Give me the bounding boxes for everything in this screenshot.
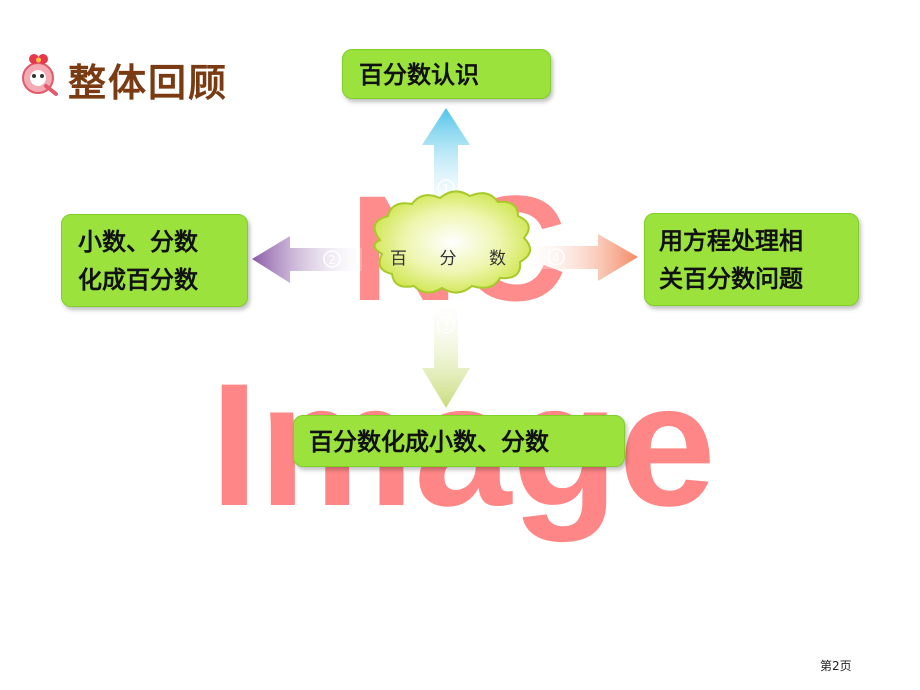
topic-box-label-line1: 小数、分数 [78, 228, 198, 256]
topic-box-equation-percent-problems: 用方程处理相 关百分数问题 [644, 213, 859, 306]
page-title: 整体回顾 [68, 61, 229, 105]
topic-box-label-line1: 用方程处理相 [659, 227, 803, 255]
topic-box-label: 百分数化成小数、分数 [309, 428, 549, 456]
arrow-right-icon [528, 234, 638, 281]
topic-box-label: 百分数认识 [359, 61, 479, 89]
arrow-number-3: 3 [442, 319, 450, 333]
arrow-number-2: 2 [328, 253, 336, 267]
center-cloud-shape [373, 190, 531, 294]
topic-box-label-line2: 化成百分数 [78, 266, 198, 294]
arrow-number-3-badge [437, 316, 455, 334]
center-topic-label: 百 分 数 [378, 244, 518, 272]
topic-box-percent-to-decimal-fraction: 百分数化成小数、分数 [293, 415, 625, 467]
arrow-number-4-badge [547, 248, 565, 266]
topic-box-decimal-fraction-to-percent: 小数、分数 化成百分数 [61, 214, 248, 307]
center-label-char: 百 [390, 249, 407, 269]
arrow-number-2-badge [323, 250, 341, 268]
arrow-left-icon [252, 236, 362, 283]
center-label-char: 分 [439, 249, 457, 269]
arrow-number-4: 4 [552, 251, 560, 265]
arrow-down-icon [422, 302, 470, 408]
page-number: 第2页 [820, 659, 852, 673]
center-label-char: 数 [489, 249, 506, 269]
topic-box-percent-recognition: 百分数认识 [342, 49, 551, 99]
arrow-up-icon [422, 108, 470, 215]
cartoon-q-mascot-icon [22, 54, 58, 96]
arrow-number-1: 1 [442, 182, 450, 196]
topic-box-label-line2: 关百分数问题 [659, 265, 803, 293]
